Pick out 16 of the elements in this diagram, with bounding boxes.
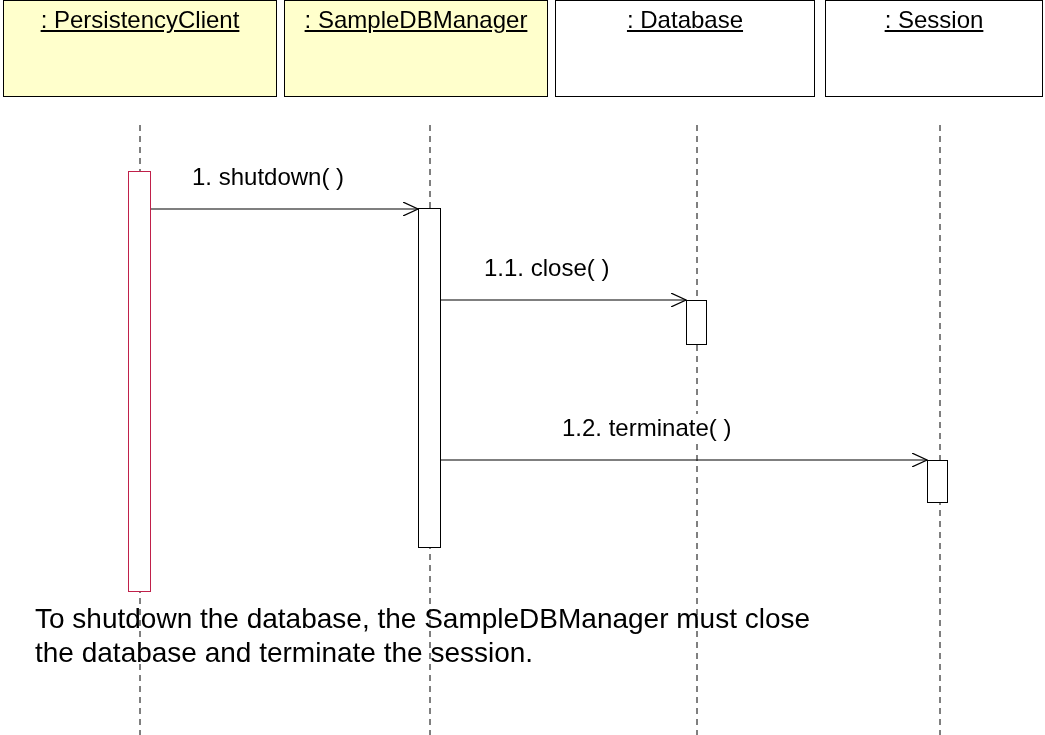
message-arrow <box>150 201 419 217</box>
object-box <box>555 0 815 97</box>
object-name: : SampleDBManager <box>304 5 528 35</box>
object-name: : Database <box>626 5 744 35</box>
object-name: : PersistencyClient <box>40 5 240 35</box>
activation-bar <box>128 171 151 592</box>
message-arrow <box>440 292 687 308</box>
note-text: To shutdown the database, the SampleDBManager must close the database and terminate the session. <box>35 602 812 670</box>
object-box <box>3 0 277 97</box>
object-box <box>825 0 1043 97</box>
object-name: : Session <box>884 5 984 35</box>
activation-bar <box>686 300 707 345</box>
message-arrow <box>440 452 928 468</box>
activation-bar <box>418 208 441 548</box>
activation-bar <box>927 460 948 503</box>
object-box <box>284 0 548 97</box>
